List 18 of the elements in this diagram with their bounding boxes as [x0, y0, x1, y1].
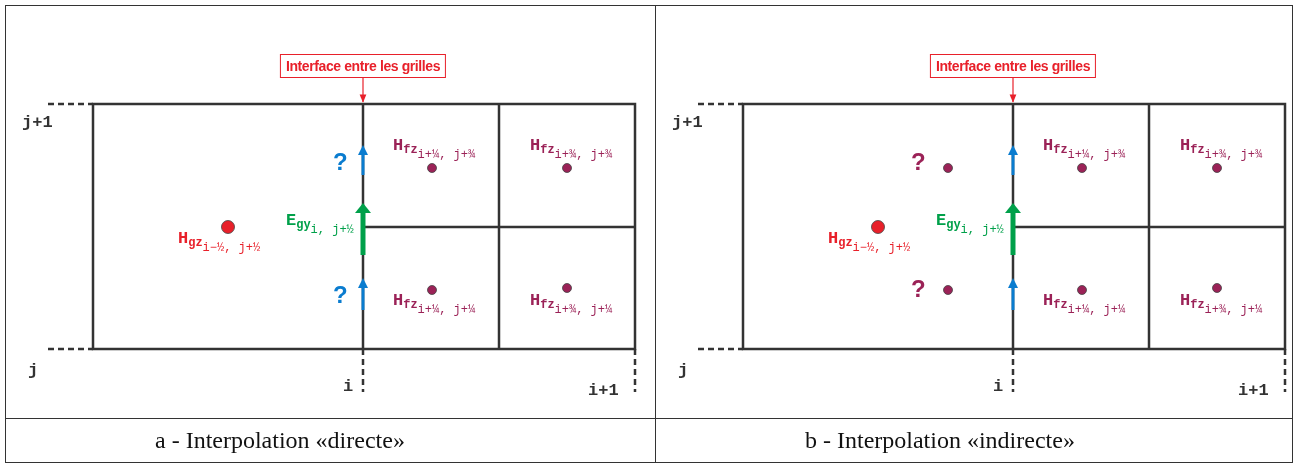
grid-index-label: i+1 [1238, 382, 1269, 399]
leader-arrow [359, 77, 367, 103]
callout-box: Interface entre les grilles [929, 54, 1097, 78]
question-mark: ? [911, 150, 926, 174]
callout-box: Interface entre les grilles [279, 54, 447, 78]
grid-index-label: j [678, 362, 689, 379]
question-mark: ? [911, 277, 926, 301]
panel-caption: a - Interpolation «directe» [155, 427, 405, 454]
grid-index-label: j+1 [22, 114, 53, 131]
panel-caption: b - Interpolation «indirecte» [805, 427, 1075, 454]
grid-index-label: i [993, 378, 1004, 395]
grid-index-label: i+1 [588, 382, 619, 399]
grid-index-label: i [343, 378, 354, 395]
question-mark: ? [333, 283, 348, 307]
leader-arrow [1009, 77, 1017, 103]
question-mark: ? [333, 150, 348, 174]
grid-index-label: j+1 [672, 114, 703, 131]
grid-index-label: j [28, 362, 39, 379]
